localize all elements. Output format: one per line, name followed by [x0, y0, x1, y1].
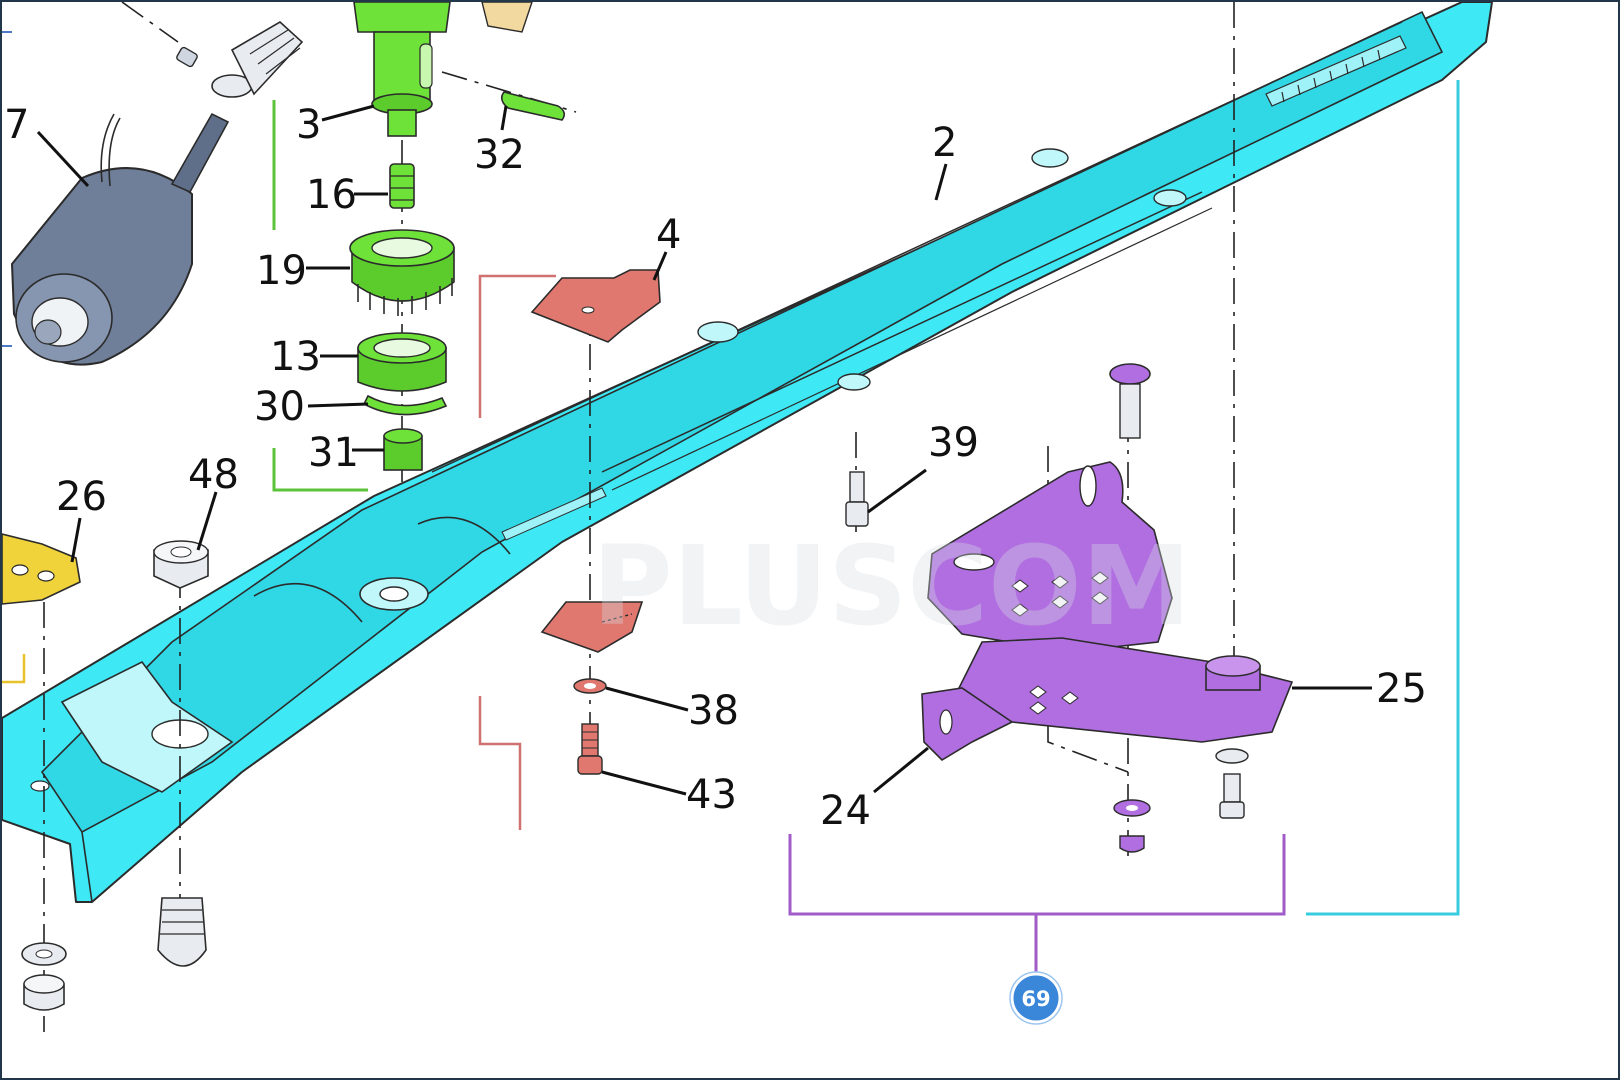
- purple-bracket-group: [921, 2, 1294, 862]
- part-label-39: 39: [928, 420, 979, 466]
- part-label-16: 16: [306, 172, 357, 218]
- green-pinion-group: [349, 2, 577, 482]
- arm-housing: [2, 2, 1493, 903]
- part-labels: 7 3 32 16 19 13 30 31 2 4 48 26 39 38 43…: [4, 102, 1427, 834]
- watermark: PLUSCOM: [592, 522, 1191, 650]
- yellow-plate-part-26: [2, 533, 81, 1032]
- part-label-31: 31: [308, 430, 359, 476]
- part-label-38: 38: [688, 688, 739, 734]
- part-label-13: 13: [270, 334, 321, 380]
- part-label-4: 4: [656, 212, 681, 258]
- screw-part-39: [845, 432, 869, 532]
- part-label-7: 7: [4, 102, 29, 148]
- part-label-43: 43: [686, 772, 737, 818]
- motor-part-7: [11, 2, 304, 366]
- part-label-3: 3: [296, 102, 321, 148]
- red-stop-group: [530, 269, 661, 775]
- badge-number: 69: [1021, 987, 1050, 1011]
- part-label-30: 30: [254, 384, 305, 430]
- part-label-19: 19: [256, 248, 307, 294]
- assembly-badge-69[interactable]: 69: [1009, 971, 1063, 1025]
- leader-lines: [36, 104, 1372, 796]
- part-label-24: 24: [820, 788, 871, 834]
- nut-part-48: [153, 540, 209, 967]
- part-label-26: 26: [56, 474, 107, 520]
- part-label-32: 32: [474, 132, 525, 178]
- group-brackets: [2, 31, 1460, 980]
- part-label-2: 2: [932, 120, 957, 166]
- part-label-25: 25: [1376, 666, 1427, 712]
- part-label-48: 48: [188, 452, 239, 498]
